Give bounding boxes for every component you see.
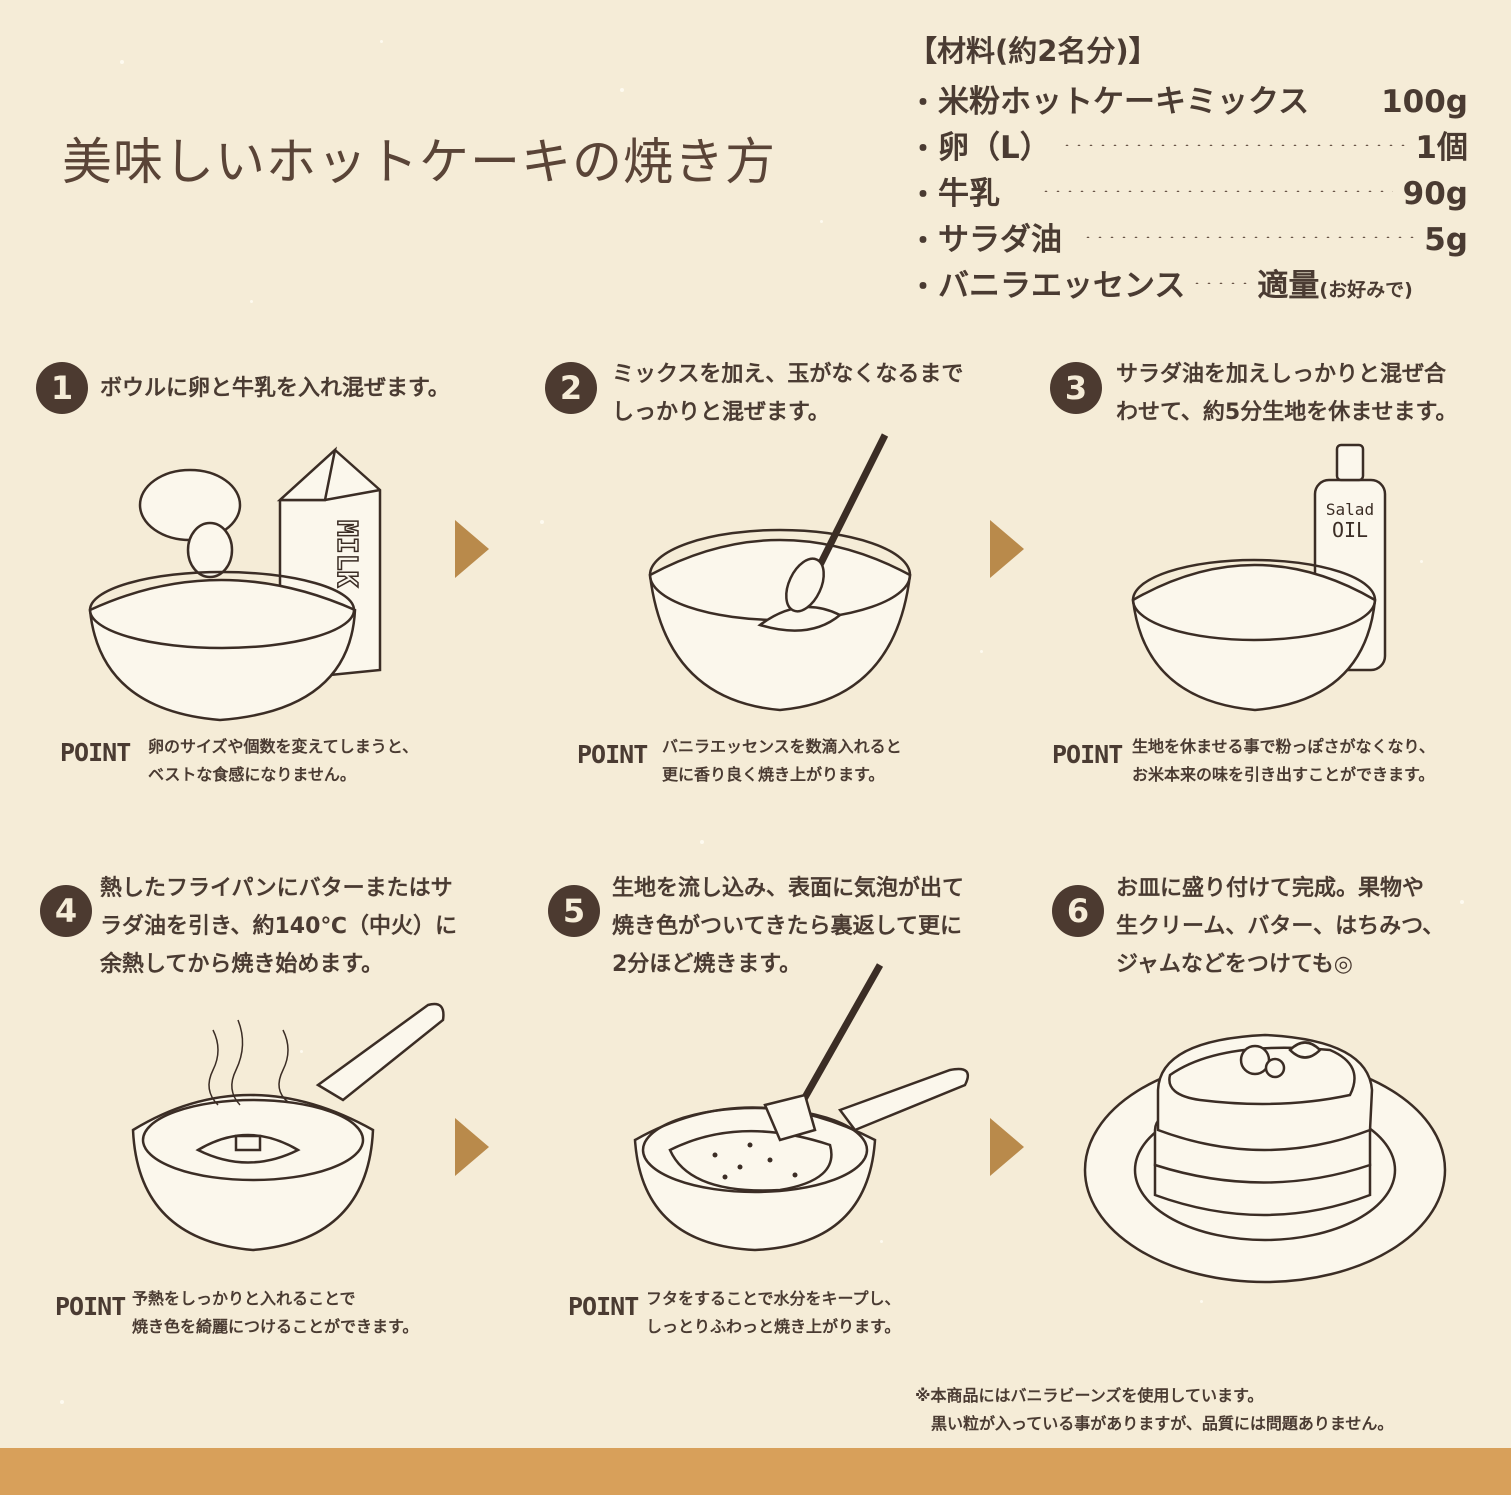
milk-carton-label: MILK <box>331 520 364 588</box>
bullet: ・ <box>908 270 937 303</box>
bowl-egg-milk-illustration: MILK <box>80 440 410 730</box>
point-tip: 生地を休ませる事で粉っぽさがなくなり、 お米本来の味を引き出すことができます。 <box>1132 737 1435 784</box>
bowl-oil-illustration: Salad OIL <box>1125 440 1405 720</box>
step-number-badge: 4 <box>40 885 92 937</box>
step-instruction: ボウルに卵と牛乳を入れ混ぜます。 <box>100 376 450 401</box>
point-tip: フタをすることで水分をキープし、 しっとりふわっと焼き上がります。 <box>646 1289 901 1336</box>
ingredient-amount: 1個 <box>1415 130 1468 166</box>
leader-dots <box>1082 236 1415 238</box>
arrow-right-icon <box>990 1118 1024 1180</box>
step-number-badge: 6 <box>1052 885 1104 937</box>
bullet: ・ <box>908 86 937 119</box>
point-label: POINT <box>577 740 648 769</box>
ingredient-amount: 90g <box>1402 176 1468 212</box>
arrow-right-icon <box>990 520 1024 582</box>
step-instruction: 生地を流し込み、表面に気泡が出て 焼き色がついてきたら裏返して更に 2分ほど焼き… <box>612 876 965 977</box>
ingredient-item: ・ 牛乳 90g <box>908 168 1468 214</box>
ingredient-item: ・ 卵（L） 1個 <box>908 122 1468 168</box>
leader-dots <box>1060 144 1406 146</box>
point-label: POINT <box>568 1292 639 1321</box>
ingredient-amount: 5g <box>1424 222 1468 258</box>
frying-pan-butter-illustration <box>128 990 458 1260</box>
step-number-badge: 5 <box>548 885 600 937</box>
step-instruction: サラダ油を加えしっかりと混ぜ合 わせて、約5分生地を休ませます。 <box>1116 362 1458 425</box>
frying-pan-pancake-illustration <box>630 955 980 1255</box>
bullet: ・ <box>908 224 937 257</box>
step-instruction: ミックスを加え、玉がなくなるまで しっかりと混ぜます。 <box>612 362 964 425</box>
point-label: POINT <box>1052 740 1123 769</box>
point-label: POINT <box>55 1292 126 1321</box>
ingredient-item: ・ サラダ油 5g <box>908 214 1468 260</box>
step-instruction: お皿に盛り付けて完成。果物や 生クリーム、バター、はちみつ、 ジャムなどをつけて… <box>1116 876 1445 977</box>
step-number-badge: 1 <box>36 362 88 414</box>
step-number-badge: 2 <box>545 362 597 414</box>
bowl-mixing-illustration <box>640 425 920 725</box>
leader-dots <box>1191 282 1252 284</box>
point-label: POINT <box>60 738 131 767</box>
ingredient-name: 卵（L） <box>938 130 1051 166</box>
ingredient-item: ・ 米粉ホットケーキミックス 100g <box>908 76 1468 122</box>
ingredient-note: (お好みで) <box>1319 279 1413 301</box>
point-tip: 卵のサイズや個数を変えてしまうと、 ベストな食感になりません。 <box>148 737 419 784</box>
ingredient-amount: 100g <box>1381 84 1468 120</box>
ingredients-heading: 【材料(約2名分)】 <box>908 34 1158 68</box>
ingredient-amount: 適量 <box>1257 268 1320 304</box>
ingredients-list: 【材料(約2名分)】 ・ 米粉ホットケーキミックス 100g ・ 卵（L） 1個… <box>908 28 1468 306</box>
bullet: ・ <box>908 132 937 165</box>
footnote: ※本商品にはバニラビーンズを使用しています。 黒い粒が入っている事がありますが、… <box>915 1386 1394 1433</box>
page-title: 美味しいホットケーキの焼き方 <box>62 133 776 191</box>
point-tip: バニラエッセンスを数滴入れると 更に香り良く焼き上がります。 <box>662 737 902 784</box>
ingredient-item: ・ バニラエッセンス 適量 (お好みで) <box>908 260 1468 306</box>
ingredient-name: 牛乳 <box>938 176 1000 212</box>
ingredient-name: 米粉ホットケーキミックス <box>938 84 1310 120</box>
bottom-bar <box>0 1448 1511 1495</box>
pancake-stack-plate-illustration <box>1080 1020 1450 1290</box>
arrow-right-icon <box>455 1118 489 1180</box>
ingredient-name: バニラエッセンス <box>938 268 1186 304</box>
oil-bottle-label-top: Salad <box>1326 500 1374 519</box>
arrow-right-icon <box>455 520 489 582</box>
step-instruction: 熱したフライパンにバターまたはサ ラダ油を引き、約140℃（中火）に 余熱してか… <box>100 876 458 977</box>
leader-dots <box>1040 190 1393 192</box>
bullet: ・ <box>908 178 937 211</box>
oil-bottle-label-bottom: OIL <box>1332 518 1368 542</box>
ingredient-name: サラダ油 <box>938 222 1062 258</box>
step-number-badge: 3 <box>1050 362 1102 414</box>
point-tip: 予熱をしっかりと入れることで 焼き色を綺麗につけることができます。 <box>132 1289 419 1336</box>
